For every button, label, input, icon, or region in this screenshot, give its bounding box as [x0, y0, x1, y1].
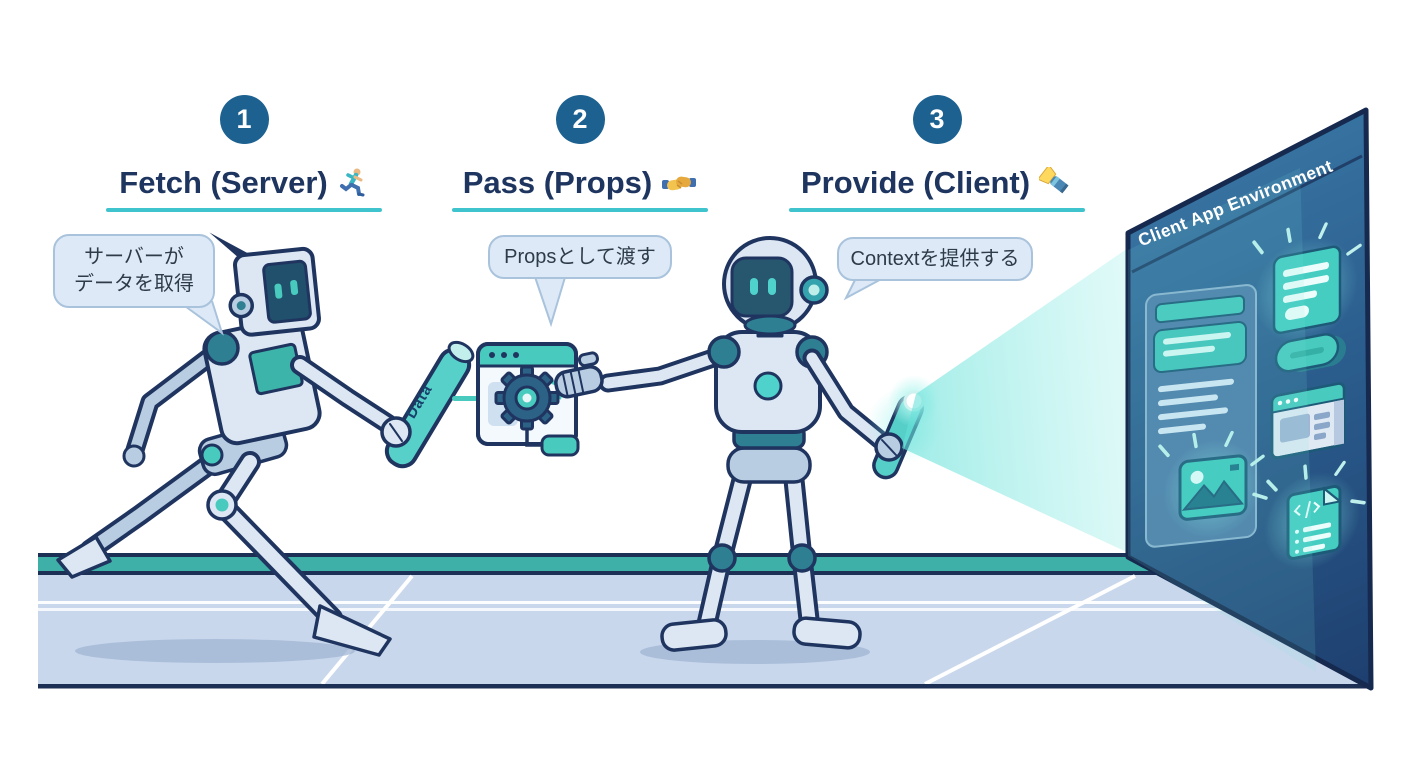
light-beam [902, 246, 1131, 554]
speech-bubble-tail [533, 273, 567, 327]
step-title-label: Pass (Props) [462, 165, 653, 200]
speech-bubble-context: Contextを提供する [837, 237, 1033, 281]
speech-bubble-tail [843, 275, 888, 301]
standing-robot [554, 236, 943, 652]
bubble-line: Propsとして渡す [504, 245, 656, 268]
step-fetch-server: 1 Fetch (Server) [106, 95, 382, 212]
bubble-line: データを取得 [74, 273, 194, 295]
relay-baton [384, 340, 475, 469]
speech-bubble-server: サーバーが データを取得 [53, 234, 215, 308]
step-number-badge: 3 [912, 95, 962, 144]
speech-bubble-tail [177, 300, 224, 336]
code-file-icon [1286, 484, 1343, 560]
flashlight-icon [1039, 167, 1069, 194]
card-mockup [1145, 284, 1268, 548]
step-number-badge: 2 [555, 95, 605, 144]
handshake-icon [662, 176, 697, 191]
step-underline [106, 208, 382, 212]
step-title: Pass (Props) [452, 165, 708, 201]
step-title-label: Fetch (Server) [119, 165, 328, 200]
step-number-badge: 1 [219, 95, 269, 144]
step-title: Provide (Client) [789, 165, 1085, 201]
step-title: Fetch (Server) [106, 165, 382, 201]
browser-gear-icon [452, 342, 580, 457]
toggle-pill [1274, 333, 1346, 373]
teal-card-mockup [1272, 245, 1342, 335]
runner-shadow [75, 639, 355, 663]
bubble-line: サーバーが [84, 246, 184, 268]
running-robot [56, 232, 475, 657]
bubble-line: Contextを提供する [850, 247, 1020, 270]
runner-head [209, 232, 321, 337]
step-title-label: Provide (Client) [800, 165, 1031, 200]
stander-head [722, 236, 829, 338]
gear-icon [494, 365, 560, 431]
step-underline [452, 208, 708, 212]
image-placeholder-icon [1178, 454, 1248, 521]
client-panel [1125, 107, 1374, 691]
speech-bubble-props: Propsとして渡す [488, 235, 672, 279]
runner-icon [339, 168, 365, 197]
browser-window-icon [1270, 382, 1346, 459]
step-underline [789, 208, 1085, 212]
step-provide-client: 3 Provide (Client) [789, 95, 1085, 212]
step-pass-props: 2 Pass (Props) [452, 95, 708, 212]
